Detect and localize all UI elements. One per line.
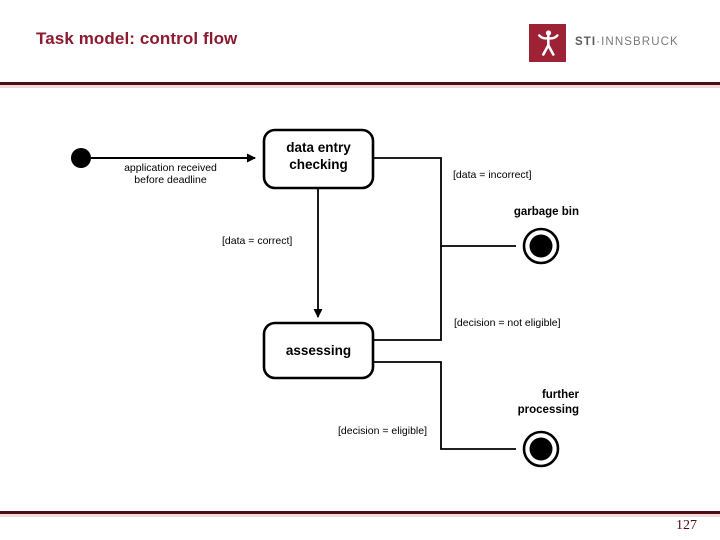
activity-assessing [262, 321, 375, 380]
edge-label-application-received: application received before deadline [104, 162, 237, 186]
edge-label-line1: [data = incorrect] [453, 169, 532, 181]
edge-label-decision-eligible: [decision = eligible] [338, 425, 427, 437]
edge-label-line1: [decision = not eligible] [454, 317, 561, 329]
final-node-label-line1: further [541, 389, 579, 401]
final-node-garbage-bin [522, 227, 560, 265]
edge-label-data-correct: [data = correct] [222, 235, 292, 247]
footer-rule-light [0, 514, 720, 517]
page-title: Task model: control flow [36, 29, 238, 48]
logo-wordmark-sep: · [596, 36, 602, 48]
sti-innsbruck-logo: STI·INNSBRUCK [529, 24, 689, 62]
header-rule-dark [0, 82, 720, 85]
logo-wordmark-city: INNSBRUCK [601, 36, 679, 48]
activity-label-assessing: assessing [264, 342, 373, 359]
activity-label-line1: data entry [286, 140, 351, 155]
edge-assessing-to-further-processing [373, 361, 516, 450]
final-node-label-line2: processing [517, 404, 579, 416]
final-node-label-line1: garbage bin [513, 206, 579, 218]
edge-label-line2: before deadline [134, 174, 207, 186]
page-number: 127 [676, 518, 697, 533]
edge-label-decision-not-eligible: [decision = not eligible] [454, 317, 561, 329]
activity-label-line1: assessing [285, 343, 352, 358]
logo-wordmark-sti: STI [575, 36, 597, 48]
edge-checking-to-garbage-bin [373, 157, 516, 247]
sti-figure-icon [529, 24, 566, 62]
final-node-further-processing [522, 430, 560, 468]
header-rule-light [0, 85, 720, 88]
edge-label-data-incorrect: [data = incorrect] [453, 169, 532, 181]
footer-rule-dark [0, 511, 720, 514]
edge-label-line1: application received [124, 162, 217, 174]
activity-label-line2: checking [289, 157, 348, 172]
final-node-label-further-processing: further processing [399, 388, 579, 418]
initial-node [71, 148, 91, 168]
activity-label-data-entry-checking: data entry checking [264, 139, 373, 173]
logo-wordmark: STI·INNSBRUCK [575, 36, 679, 48]
edge-label-line1: [data = correct] [222, 235, 293, 247]
diagram-graphics [71, 128, 560, 468]
edge-assessing-not-eligible [373, 246, 442, 341]
edge-label-line1: [decision = eligible] [338, 425, 428, 437]
activity-diagram: data entry checking assessing applicatio… [0, 92, 720, 507]
final-node-label-garbage-bin: garbage bin [399, 205, 579, 220]
